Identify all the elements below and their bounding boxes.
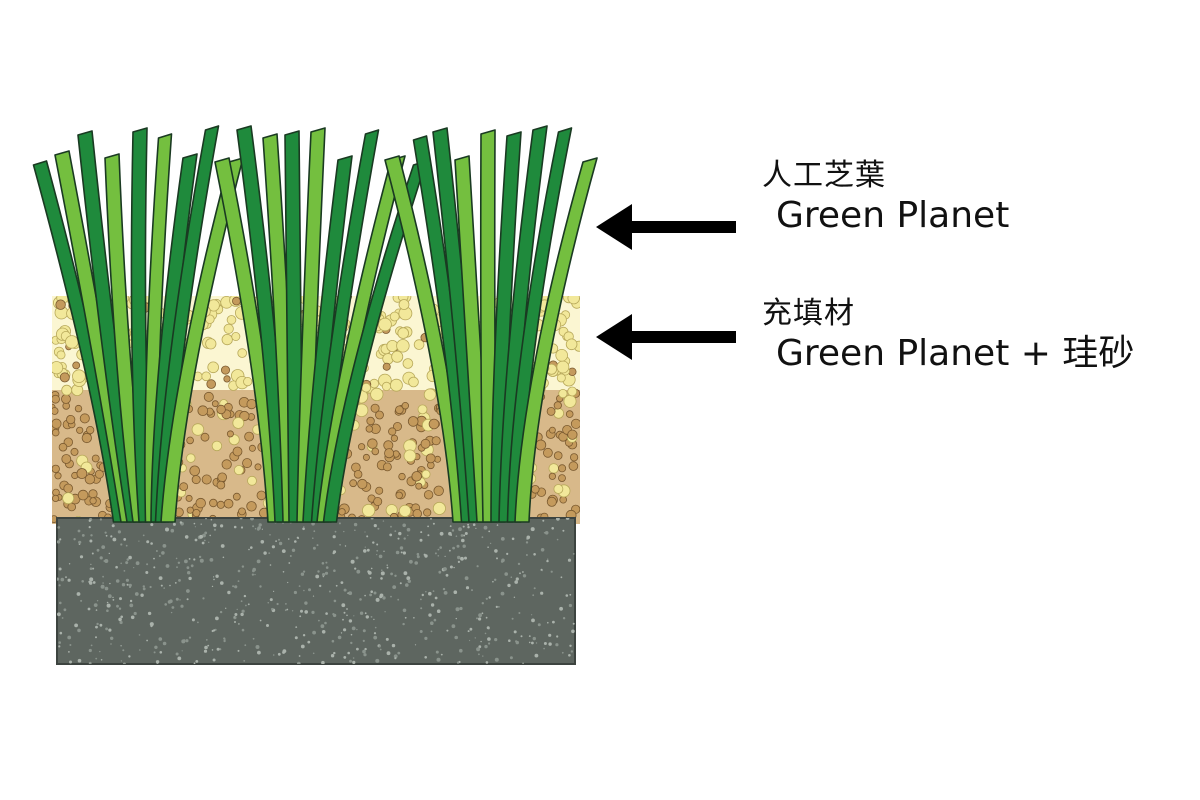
base-layer xyxy=(56,517,576,665)
infill-label-product: Green Planet + 珪砂 xyxy=(776,333,1135,374)
infill-label-title: 充填材 xyxy=(762,296,855,331)
grass-blades xyxy=(32,125,598,523)
turf-label: 人工芝葉 Green Planet xyxy=(762,158,1009,238)
base-speckles xyxy=(57,518,575,664)
arrow-left-icon xyxy=(596,204,736,250)
arrow-left-icon xyxy=(596,314,736,360)
infill-label: 充填材 Green Planet + 珪砂 xyxy=(762,296,1134,376)
grass-blade xyxy=(514,157,598,523)
turf-label-product: Green Planet xyxy=(776,195,1010,236)
base-backing xyxy=(56,517,576,665)
turf-label-title: 人工芝葉 xyxy=(762,158,886,193)
